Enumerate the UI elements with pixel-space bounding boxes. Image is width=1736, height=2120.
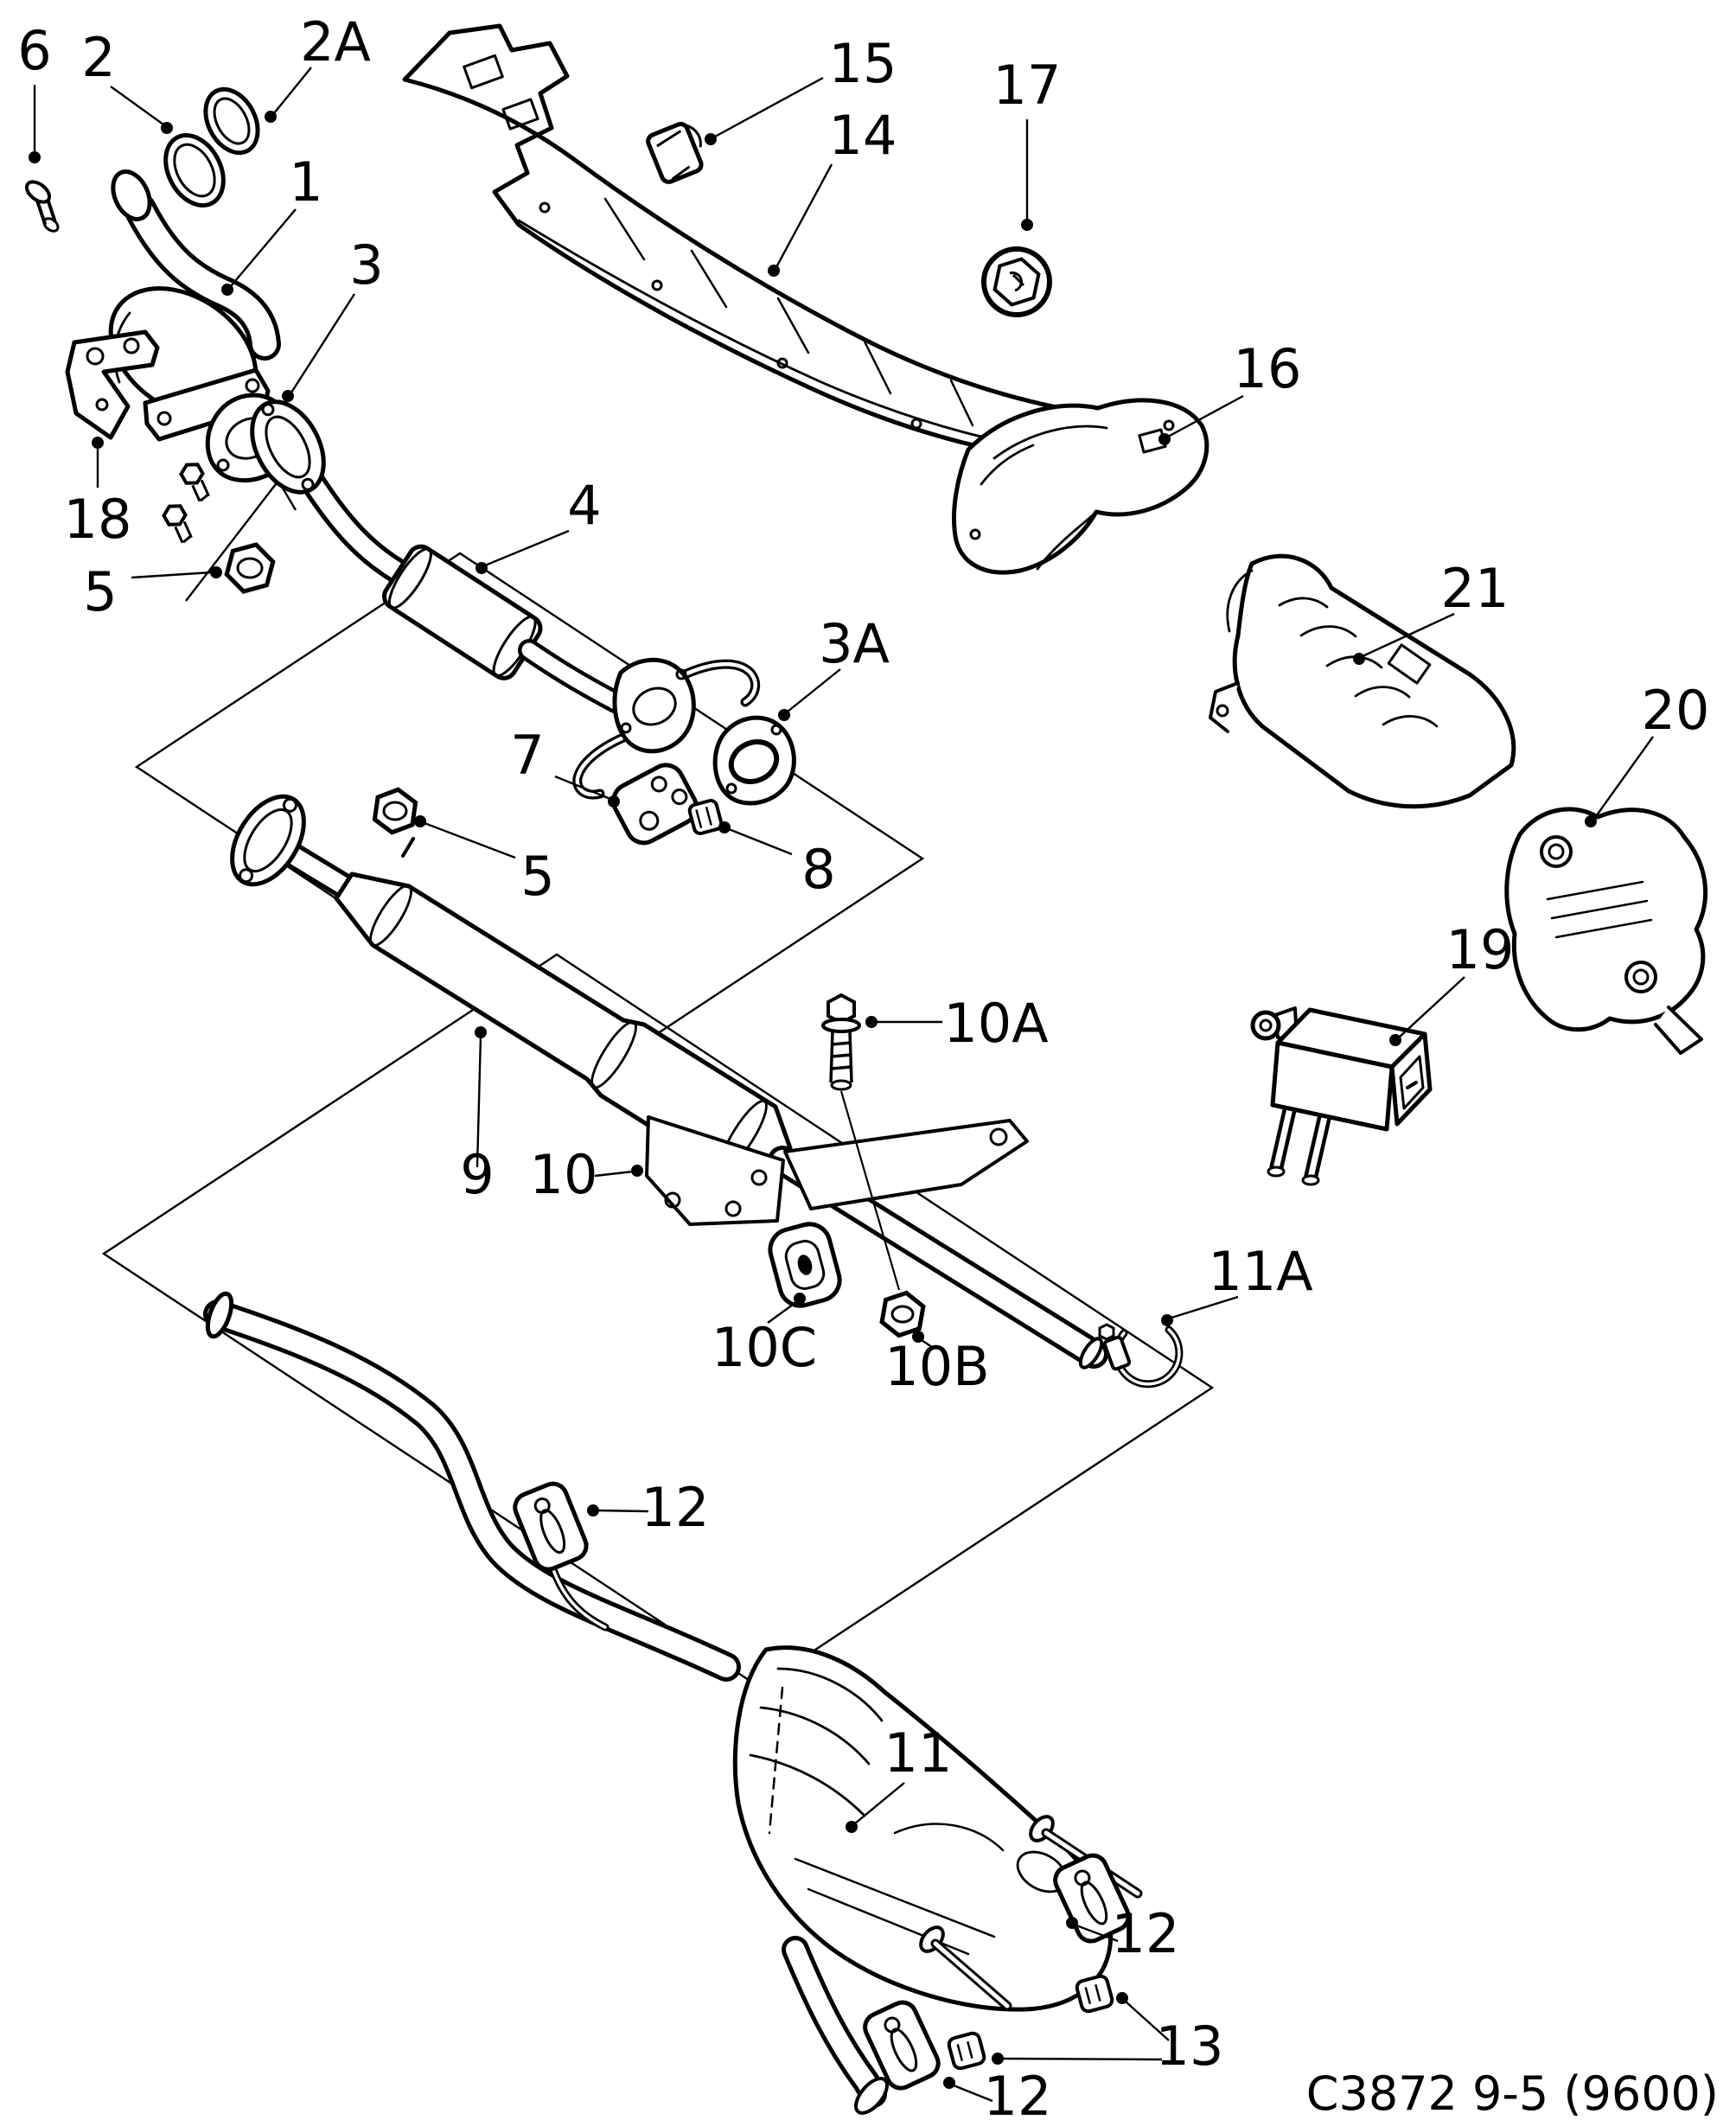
callout-1: 1 — [289, 150, 322, 214]
leader-2 — [110, 86, 173, 134]
mounting-bolt — [821, 993, 901, 1291]
callout-8: 8 — [801, 838, 835, 901]
callout-18: 18 — [64, 488, 132, 551]
hanger-bracket — [645, 1115, 1029, 1226]
callout-17: 17 — [993, 54, 1062, 117]
leader-10 — [594, 1165, 643, 1178]
callout-5a: 5 — [83, 560, 117, 623]
rubber-hanger-rear-lower — [863, 2000, 941, 2091]
leader-1 — [221, 208, 297, 296]
hex-nut-mid — [372, 787, 418, 835]
callout-12b: 12 — [1112, 1902, 1180, 1965]
flange-nut — [981, 246, 1052, 317]
callout-10: 10 — [530, 1143, 598, 1206]
hex-nut-front — [224, 542, 276, 594]
leader-16 — [1158, 394, 1244, 445]
seal-ring-inner — [163, 133, 226, 208]
stud-bolt — [24, 180, 60, 233]
callout-9: 9 — [460, 1143, 494, 1206]
callout-21: 21 — [1441, 557, 1509, 620]
leader-3A — [778, 668, 841, 721]
callout-15: 15 — [829, 32, 897, 95]
leader-11A — [1161, 1295, 1239, 1326]
over-axle-pipe — [203, 1291, 741, 1682]
retaining-clip-rear-upper — [1075, 1974, 1114, 2014]
callout-3A: 3A — [819, 612, 890, 675]
rubber-hanger-midpipe — [513, 1481, 589, 1572]
leader-5a — [131, 566, 222, 579]
front-exhaust-pipe — [250, 399, 761, 800]
callout-6: 6 — [17, 19, 51, 82]
pressure-sensor — [1250, 1006, 1433, 1186]
leader-10B — [912, 1331, 933, 1348]
leader-18 — [92, 437, 104, 488]
leader-lines — [29, 67, 1654, 2103]
callout-20: 20 — [1642, 679, 1710, 742]
leader-7 — [554, 775, 620, 808]
callout-14: 14 — [829, 104, 897, 167]
leader-5b — [414, 815, 516, 859]
diagram-code: C3872 9-5 (9600) — [1306, 2066, 1719, 2120]
heat-shield-center — [952, 398, 1209, 575]
leader-20 — [1585, 736, 1654, 827]
leader-6 — [29, 85, 41, 163]
callout-19: 19 — [1446, 918, 1515, 981]
pipe-clamp — [1098, 1323, 1184, 1389]
leader-4 — [475, 529, 570, 574]
callout-10C: 10C — [712, 1316, 817, 1379]
leader-13 — [992, 1992, 1170, 2065]
leader-2A — [265, 67, 312, 123]
leader-19 — [1389, 976, 1465, 1046]
leader-21 — [1353, 612, 1455, 665]
callout-3: 3 — [349, 233, 383, 297]
seal-ring-outer — [203, 86, 260, 156]
leader-12c — [943, 2077, 993, 2103]
callout-16: 16 — [1234, 337, 1302, 400]
callout-10B: 10B — [884, 1335, 989, 1398]
heat-shield-clamp — [646, 121, 704, 184]
leader-10C — [767, 1293, 806, 1324]
rubber-mount — [768, 1222, 842, 1308]
leader-12a — [587, 1504, 649, 1517]
retaining-clip-rear-lower — [947, 2031, 986, 2071]
leader-8 — [718, 821, 793, 856]
leader-17 — [1021, 119, 1033, 231]
retaining-clip-front — [687, 799, 724, 835]
callout-4: 4 — [567, 474, 601, 537]
heat-shield-rear-lower — [1504, 807, 1708, 1055]
leader-9 — [475, 1026, 487, 1168]
bracket-bolts — [162, 463, 210, 544]
callout-2: 2 — [81, 26, 115, 89]
callout-2A: 2A — [300, 10, 371, 73]
callout-11A: 11A — [1208, 1240, 1312, 1303]
rubber-hanger-front — [611, 763, 699, 846]
rear-silencer — [732, 1645, 1143, 2115]
callout-11: 11 — [884, 1721, 953, 1785]
callout-12a: 12 — [641, 1476, 710, 1539]
callout-7: 7 — [510, 724, 544, 787]
callout-5b: 5 — [520, 845, 554, 908]
support-bracket-front — [65, 329, 160, 440]
mounting-nut — [879, 1290, 926, 1338]
callout-10A: 10A — [943, 992, 1048, 1055]
leader-3 — [282, 293, 356, 402]
heat-shield-rear-upper — [1209, 553, 1516, 809]
leader-11 — [846, 1782, 905, 1833]
leader-14 — [768, 163, 833, 277]
callout-12c: 12 — [984, 2065, 1052, 2120]
intermediate-silencer — [230, 794, 1108, 1370]
leader-12b — [1066, 1917, 1119, 1943]
callout-13: 13 — [1156, 2015, 1224, 2078]
leader-15 — [705, 76, 824, 145]
leader-10A — [865, 1016, 942, 1028]
flange-gasket-rear — [712, 715, 796, 806]
